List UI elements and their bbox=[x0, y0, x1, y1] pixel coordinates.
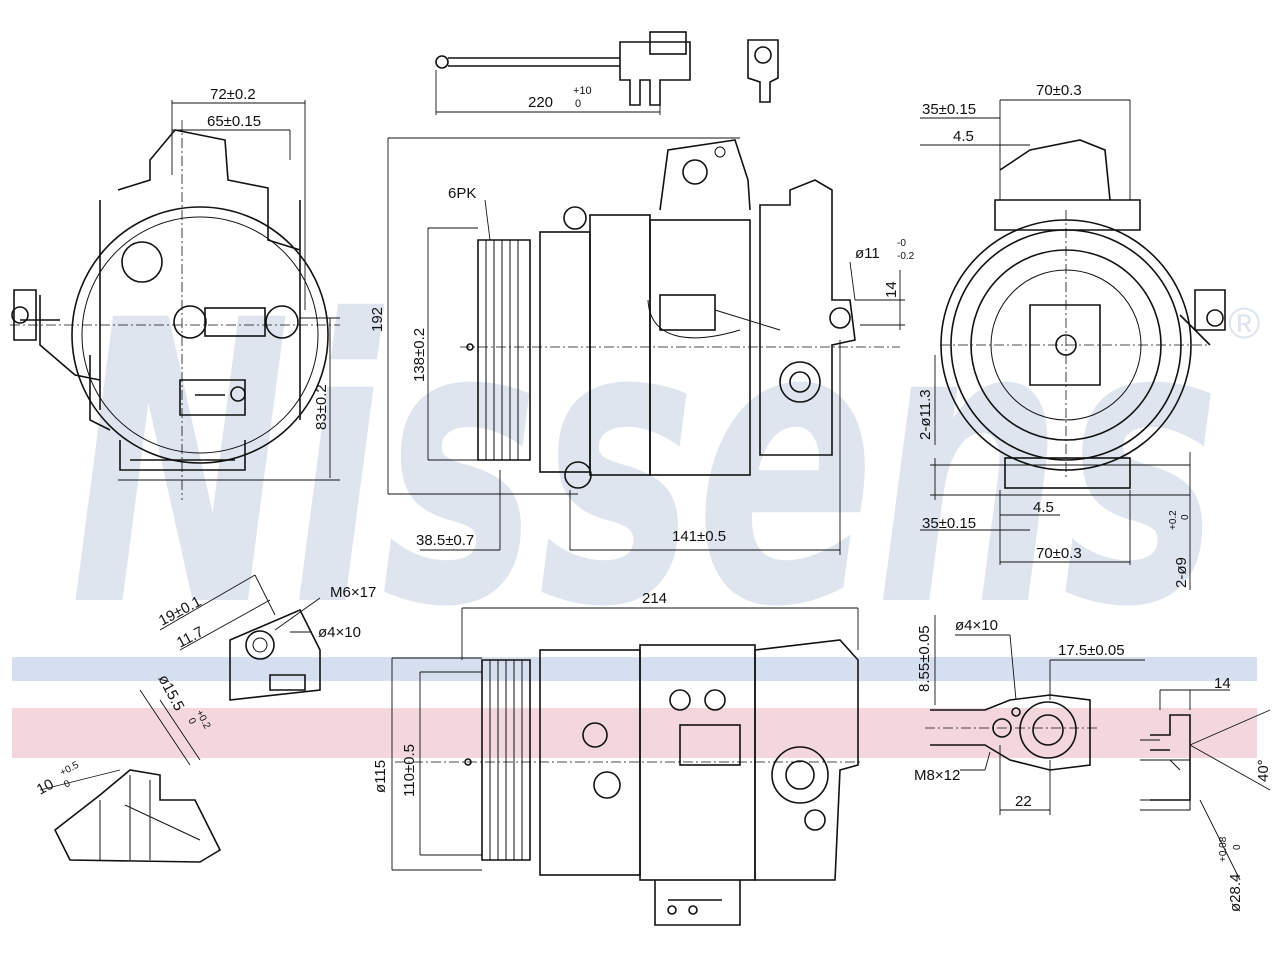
dim-rear-ear-bottom: 4.5 bbox=[1033, 499, 1054, 516]
dim-fitting-bolt: M8×12 bbox=[914, 767, 960, 784]
dim-rear-small-holes-tol-lower: 0 bbox=[1180, 514, 1191, 520]
bottom-side-view bbox=[391, 607, 862, 926]
front-view bbox=[10, 100, 340, 500]
port-section bbox=[1140, 689, 1271, 881]
valve-detail bbox=[159, 574, 321, 701]
dim-rear-ear-top: 4.5 bbox=[953, 128, 974, 145]
dim-pulley-offset: 38.5±0.7 bbox=[416, 532, 474, 549]
dim-mount-spacing-v: 14 bbox=[883, 281, 900, 298]
dim-mount-hole: ø11 bbox=[855, 245, 880, 262]
dim-rear-inner-top: 35±0.15 bbox=[922, 101, 976, 118]
dim-connector-length: 220 bbox=[528, 94, 553, 111]
dim-rear-inner-bottom: 35±0.15 bbox=[922, 515, 976, 532]
dim-port-width: 14 bbox=[1214, 675, 1231, 692]
registered-mark: ® bbox=[1228, 299, 1260, 348]
dim-port-dia-tol-lower: 0 bbox=[185, 716, 198, 726]
dim-rear-width-bottom: 70±0.3 bbox=[1036, 545, 1082, 562]
dim-fitting-pin: ø4×10 bbox=[955, 617, 998, 634]
rear-view bbox=[920, 99, 1226, 590]
pink-band bbox=[12, 708, 1257, 758]
dim-port-bore: ø28.4 bbox=[1227, 874, 1244, 912]
dim-port-depth-tol-upper: +0.5 bbox=[58, 759, 81, 778]
dim-rear-small-holes-tol-upper: +0.2 bbox=[1168, 510, 1179, 530]
dim-belt: 6PK bbox=[448, 185, 476, 202]
dim-valve-bolt: M6×17 bbox=[330, 584, 376, 601]
dim-side-pulley-outer: ø115 bbox=[372, 760, 389, 793]
dim-valve-pin: ø4×10 bbox=[318, 624, 361, 641]
dim-pulley-dia: 138±0.2 bbox=[411, 328, 428, 382]
fitting-detail bbox=[925, 615, 1145, 815]
blue-band bbox=[12, 657, 1257, 681]
dim-rear-width-top: 70±0.3 bbox=[1036, 82, 1082, 99]
dim-fitting-spacing: 22 bbox=[1015, 793, 1032, 810]
connector-cable bbox=[435, 31, 691, 115]
dim-rear-holes: 2-ø11.3 bbox=[917, 389, 934, 440]
dim-port-depth: 10 bbox=[34, 776, 57, 799]
dim-connector-tol-upper: +10 bbox=[573, 85, 592, 97]
dim-fitting-height: 8.55±0.05 bbox=[916, 625, 933, 692]
dim-mount-hole-tol-upper: -0 bbox=[897, 238, 906, 249]
dim-body-length: 141±0.5 bbox=[672, 528, 726, 545]
dim-overall-height: 192 bbox=[369, 307, 386, 332]
port-detail bbox=[39, 689, 222, 863]
dim-port-bore-tol-upper: +0.08 bbox=[1218, 836, 1229, 862]
dim-front-width-inner: 65±0.15 bbox=[207, 113, 261, 130]
dim-front-width-overall: 72±0.2 bbox=[210, 86, 256, 103]
sensor-plug bbox=[747, 39, 779, 103]
dim-front-height-lower: 83±0.2 bbox=[313, 384, 330, 430]
dim-rear-small-holes: 2-ø9 bbox=[1173, 557, 1190, 588]
dim-port-angle: 40° bbox=[1255, 759, 1272, 782]
dim-port-bore-tol-lower: 0 bbox=[1232, 844, 1243, 850]
dim-mount-hole-tol-lower: -0.2 bbox=[897, 251, 915, 262]
top-side-view bbox=[387, 137, 905, 555]
dim-side-pulley-inner: 110±0.5 bbox=[401, 744, 418, 797]
dim-side-length: 214 bbox=[642, 590, 667, 607]
dim-fitting-offset: 17.5±0.05 bbox=[1058, 642, 1125, 659]
dim-port-depth-tol-lower: 0 bbox=[62, 778, 72, 791]
dim-connector-tol-lower: 0 bbox=[575, 98, 581, 110]
